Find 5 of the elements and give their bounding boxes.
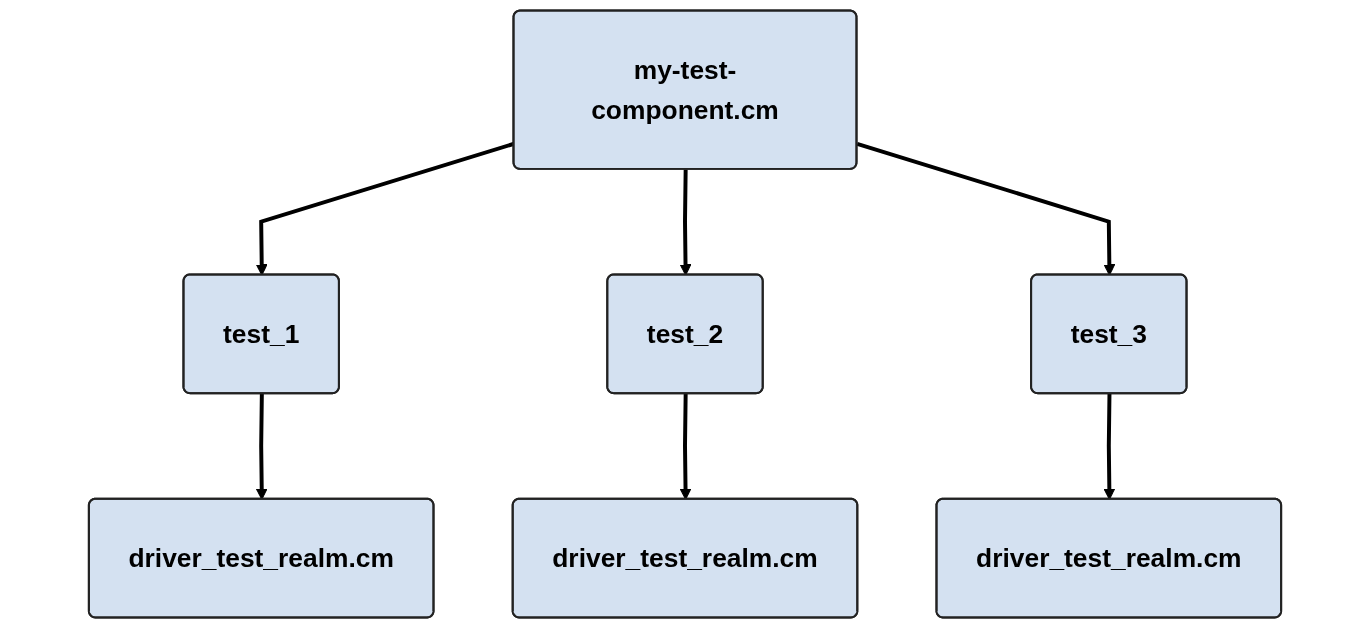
arrow bbox=[679, 169, 692, 276]
arrow bbox=[679, 393, 692, 500]
arrow bbox=[255, 393, 268, 500]
arrow bbox=[1103, 393, 1116, 500]
arrow bbox=[856, 141, 1116, 276]
